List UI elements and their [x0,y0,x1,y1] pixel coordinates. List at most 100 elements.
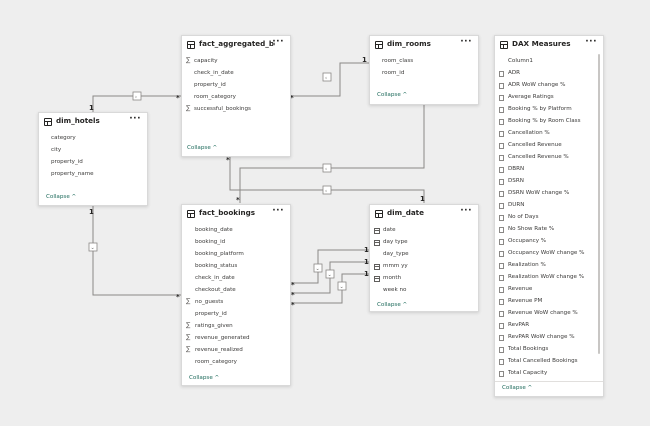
more-options-icon[interactable]: ··· [129,114,141,124]
rel-agg-date[interactable] [229,156,425,203]
field-day-type-alt[interactable]: day_type [383,251,409,257]
field-capacity[interactable]: capacity [194,58,218,64]
scrollbar[interactable] [598,54,600,354]
calendar-icon [374,240,380,246]
field-month[interactable]: month [383,275,402,281]
field-room-class[interactable]: room_class [382,58,414,64]
measure-durn[interactable]: DURN [508,202,525,208]
field-date[interactable]: date [383,227,396,233]
collapse-button[interactable]: Collapse ^ [377,302,408,308]
rel-hotels-bookings[interactable] [92,206,182,296]
dir-arrow: ‹ [325,167,327,173]
measure-icon [499,107,504,113]
measure-total-capacity[interactable]: Total Capacity [508,370,548,376]
measure-icon [499,191,504,197]
card-many: * [176,293,180,301]
more-options-icon[interactable]: ··· [272,37,284,47]
field-room-category[interactable]: room_category [195,359,237,365]
table-header[interactable]: fact_bookings ··· [182,205,290,223]
field-property-name[interactable]: property_name [51,171,94,177]
measure-dbrn[interactable]: DBRN [508,166,525,172]
table-header[interactable]: dim_hotels ··· [39,113,147,131]
measure-revenue-pm[interactable]: Revenue PM [508,298,543,304]
measure-revenue-wow[interactable]: Revenue WoW change % [508,310,578,316]
table-dim-rooms[interactable]: dim_rooms ··· room_class room_id Collaps… [369,35,479,105]
field-property-id[interactable]: property_id [195,311,227,317]
collapse-button[interactable]: Collapse ^ [189,375,220,381]
collapse-button[interactable]: Collapse ^ [187,145,218,151]
table-header[interactable]: fact_aggregated_booki... ··· [182,36,290,54]
table-header[interactable]: DAX Measures ··· [495,36,603,54]
field-property-id[interactable]: property_id [51,159,83,165]
field-revenue-realized[interactable]: revenue_realized [195,347,243,353]
field-column1[interactable]: Column1 [508,58,533,64]
collapse-button[interactable]: Collapse ^ [377,92,408,98]
measure-adr-wow[interactable]: ADR WoW change % [508,82,566,88]
measure-average-ratings[interactable]: Average Ratings [508,94,554,100]
rel-rooms-agg[interactable] [290,62,370,97]
measure-cancellation[interactable]: Cancellation % [508,130,550,136]
measure-booking-by-platform[interactable]: Booking % by Platform [508,106,572,112]
field-ratings-given[interactable]: ratings_given [195,323,233,329]
field-room-category[interactable]: room_category [194,94,236,100]
dir-arrow: ⌄ [340,284,344,290]
measure-occupancy[interactable]: Occupancy % [508,238,547,244]
measure-adr[interactable]: ADR [508,70,521,76]
table-dim-date[interactable]: dim_date ··· date day type day_type mmm … [369,204,479,312]
field-mmm-yy[interactable]: mmm yy [383,263,408,269]
more-options-icon[interactable]: ··· [460,37,472,47]
measure-dsrn-wow[interactable]: DSRN WoW change % [508,190,570,196]
table-fact-aggregated-bookings[interactable]: fact_aggregated_booki... ··· ∑ capacity … [181,35,291,157]
collapse-button[interactable]: Collapse ^ [502,385,533,391]
field-check-in-date[interactable]: check_in_date [195,275,235,281]
field-property-id[interactable]: property_id [194,82,226,88]
rel-hotels-agg[interactable] [92,95,182,113]
field-day-type[interactable]: day type [383,239,408,245]
rel-rooms-bookings[interactable] [239,104,425,203]
field-no-guests[interactable]: no_guests [195,299,224,305]
field-booking-platform[interactable]: booking_platform [195,251,244,257]
table-dax-measures[interactable]: DAX Measures ··· Column1 ADR ADR WoW cha… [494,35,604,397]
table-fact-bookings[interactable]: fact_bookings ··· booking_date booking_i… [181,204,291,386]
measure-no-of-days[interactable]: No of Days [508,214,539,220]
card-many: * [291,291,295,299]
field-booking-status[interactable]: booking_status [195,263,238,269]
field-week-no[interactable]: week no [383,287,407,293]
more-options-icon[interactable]: ··· [585,37,597,47]
measure-revpar-wow[interactable]: RevPAR WoW change % [508,334,575,340]
measure-cancelled-revenue[interactable]: Cancelled Revenue [508,142,562,148]
measure-dsrn[interactable]: DSRN [508,178,524,184]
card-many: * [290,94,294,102]
measure-realization[interactable]: Realization % [508,262,546,268]
measure-revenue[interactable]: Revenue [508,286,533,292]
table-icon [375,210,383,218]
field-revenue-generated[interactable]: revenue_generated [195,335,250,341]
measure-cancelled-revenue-pct[interactable]: Cancelled Revenue % [508,154,569,160]
field-category[interactable]: category [51,135,76,141]
field-city[interactable]: city [51,147,62,153]
measure-no-show-rate[interactable]: No Show Rate % [508,226,555,232]
table-header[interactable]: dim_rooms ··· [370,36,478,54]
card-one: 1 [364,270,369,278]
measure-icon [499,203,504,209]
collapse-button[interactable]: Collapse ^ [46,194,77,200]
table-dim-hotels[interactable]: dim_hotels ··· category city property_id… [38,112,148,206]
field-checkout-date[interactable]: checkout_date [195,287,236,293]
field-booking-id[interactable]: booking_id [195,239,226,245]
measure-revpar[interactable]: RevPAR [508,322,530,328]
more-options-icon[interactable]: ··· [272,206,284,216]
measure-realization-wow[interactable]: Realization WoW change % [508,274,585,280]
field-booking-date[interactable]: booking_date [195,227,233,233]
more-options-icon[interactable]: ··· [460,206,472,216]
measure-total-cancelled-bookings[interactable]: Total Cancelled Bookings [508,358,578,364]
sum-icon: ∑ [186,297,191,305]
measure-occupancy-wow[interactable]: Occupancy WoW change % [508,250,585,256]
measure-booking-by-room-class[interactable]: Booking % by Room Class [508,118,581,124]
table-header[interactable]: dim_date ··· [370,205,478,223]
measure-total-bookings[interactable]: Total Bookings [508,346,549,352]
field-successful-bookings[interactable]: successful_bookings [194,106,251,112]
field-check-in-date[interactable]: check_in_date [194,70,234,76]
field-room-id[interactable]: room_id [382,70,405,76]
dir-marker [322,163,332,173]
